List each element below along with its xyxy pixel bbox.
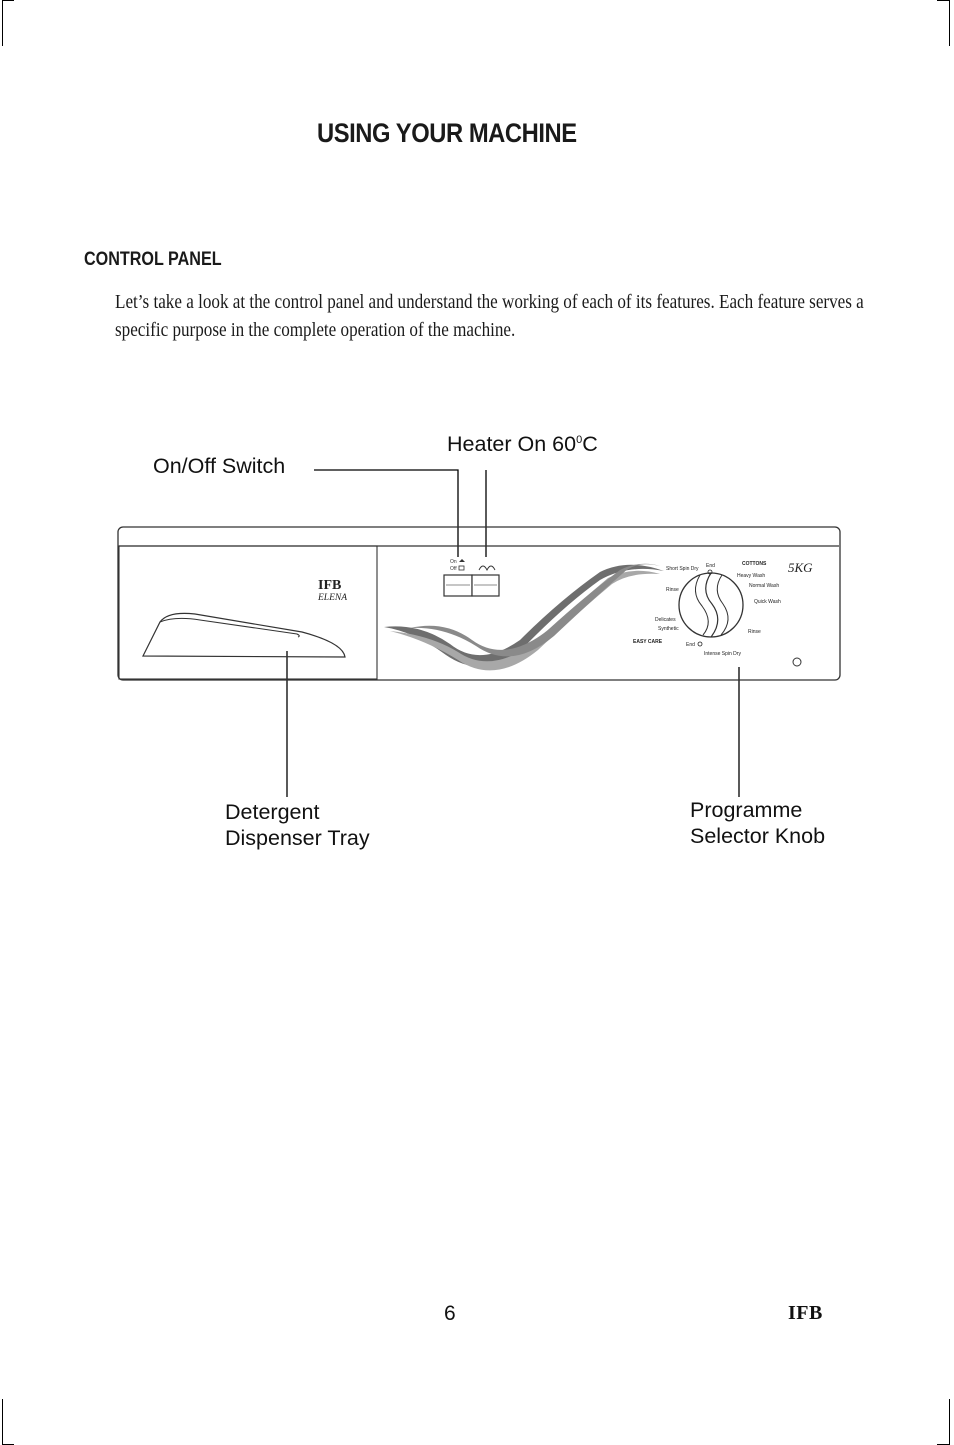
panel-capacity-label: 5KG	[788, 560, 813, 575]
leader-on-off	[314, 469, 459, 557]
dial-label-rinse-right: Rinse	[748, 629, 761, 635]
dial-end-top-marker-icon	[707, 569, 713, 575]
dial-label-short-spin-dry: Short Spin Dry	[666, 566, 699, 572]
intro-paragraph: Let’s take a look at the control panel a…	[115, 291, 864, 341]
callout-on-off-switch: On/Off Switch	[153, 453, 285, 479]
dial-label-quick-wash: Quick Wash	[754, 599, 781, 605]
footer-logo: IFB	[788, 1302, 823, 1324]
switch-group: On Off	[443, 559, 500, 597]
page-number: 6	[444, 1302, 456, 1325]
callout-on-off-switch-text: On/Off Switch	[153, 454, 286, 478]
programme-selector-knob[interactable]	[678, 572, 744, 638]
callout-programme-knob: Programme Selector Knob	[690, 797, 825, 849]
decorative-swoosh	[384, 563, 664, 671]
crop-mark-top-right-h	[937, 0, 949, 1]
dial-label-intense-spin-dry: Intense Spin Dry	[704, 651, 741, 657]
leader-lines	[286, 469, 740, 797]
indicator-light-icon	[792, 657, 802, 667]
dial-end-bottom-marker-icon	[697, 641, 703, 647]
callout-heater-degree: 0	[576, 434, 583, 446]
dial-label-end-top: End	[706, 563, 715, 569]
dial-label-cottons: COTTONS	[742, 561, 767, 567]
heater-icon	[478, 565, 496, 572]
on-off-switch-button[interactable]	[443, 574, 473, 597]
panel-brand-logo: IFB	[318, 578, 341, 593]
crop-mark-bottom-left-v	[2, 1399, 3, 1445]
section-heading: CONTROL PANEL	[84, 249, 222, 270]
dial-label-normal-wash: Normal Wash	[749, 583, 779, 589]
detergent-tray-handle	[142, 612, 346, 658]
dial-label-end-bottom: End	[686, 642, 695, 648]
panel-body	[117, 526, 841, 681]
switch-off-indicator-icon	[458, 565, 465, 571]
panel-model-name: ELENA	[317, 593, 347, 603]
callout-heater: Heater On 600C	[447, 427, 598, 457]
callout-heater-text: Heater On 60	[447, 432, 577, 457]
callout-programme-line1: Programme	[690, 798, 803, 822]
callout-programme-line2: Selector Knob	[690, 824, 826, 848]
crop-mark-top-left-v	[2, 0, 3, 46]
dial-label-rinse-left: Rinse	[666, 587, 679, 593]
dial-label-synthetic: Synthetic	[658, 626, 679, 632]
dial-label-heavy-wash: Heavy Wash	[737, 573, 765, 579]
callout-detergent-line2: Dispenser Tray	[225, 826, 370, 850]
switch-off-label: Off	[450, 566, 457, 572]
switch-on-indicator-icon	[459, 559, 465, 562]
dial-label-easy-care: EASY CARE	[633, 639, 663, 645]
callout-detergent-tray: Detergent Dispenser Tray	[225, 799, 370, 851]
dial-labels: COTTONS Short Spin Dry End Heavy Wash No…	[633, 561, 781, 657]
crop-mark-top-right-v	[949, 0, 950, 46]
callout-heater-unit: C	[582, 432, 598, 457]
switch-on-label: On	[450, 559, 457, 565]
crop-mark-bottom-right-v	[949, 1399, 950, 1445]
dial-label-delicates: Delicates	[655, 617, 676, 623]
page-title: USING YOUR MACHINE	[317, 118, 577, 148]
detergent-drawer	[118, 545, 378, 680]
crop-mark-top-left-h	[2, 0, 14, 1]
callout-detergent-line1: Detergent	[225, 800, 320, 824]
heater-switch-button[interactable]	[471, 574, 500, 597]
